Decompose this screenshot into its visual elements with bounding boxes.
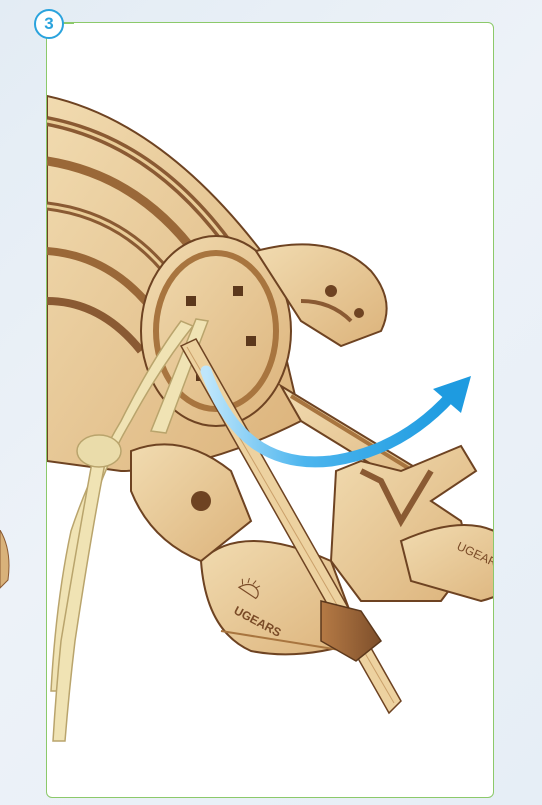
assembly-illustration: UGEARS UGEARS bbox=[47, 23, 494, 798]
adjacent-panel-fragment bbox=[0, 530, 14, 595]
step-number-badge: 3 bbox=[34, 9, 64, 39]
instruction-panel: UGEARS UGEARS bbox=[46, 22, 494, 798]
tail-fin: UGEARS bbox=[331, 446, 494, 601]
